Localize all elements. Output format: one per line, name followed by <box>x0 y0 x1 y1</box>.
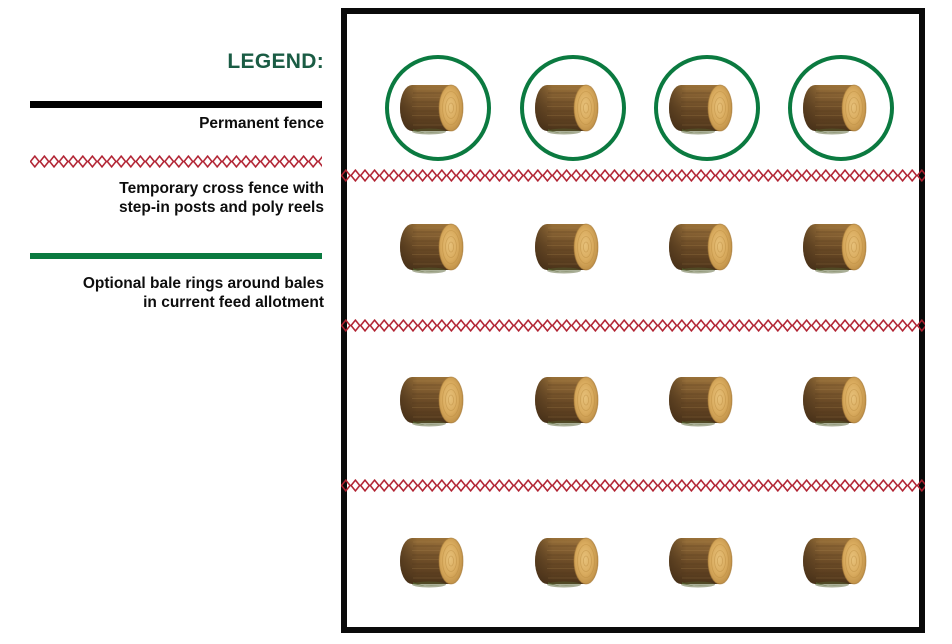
bale[interactable] <box>786 506 896 616</box>
bale[interactable] <box>652 345 762 455</box>
solid-black-line-icon <box>30 101 322 108</box>
legend-label-bale-rings: Optional bale rings around bales in curr… <box>82 275 324 311</box>
bale-with-ring[interactable] <box>786 53 896 163</box>
paddock-interior <box>341 14 925 627</box>
temporary-cross-fence-swatch <box>30 155 322 168</box>
hay-bale-icon <box>668 530 746 592</box>
paddock-permanent-fence-boundary <box>341 8 925 633</box>
hay-bale-icon <box>399 77 477 139</box>
bale-with-ring[interactable] <box>383 53 493 163</box>
hay-bale-icon <box>802 77 880 139</box>
hay-bale-icon <box>802 216 880 278</box>
bale-ring-icon <box>788 55 894 161</box>
hay-bale-icon <box>668 216 746 278</box>
bale-with-ring[interactable] <box>518 53 628 163</box>
hay-bale-icon <box>399 369 477 431</box>
bale[interactable] <box>518 192 628 302</box>
hay-bale-icon <box>399 530 477 592</box>
bale-ring-icon <box>385 55 491 161</box>
bale[interactable] <box>518 345 628 455</box>
red-diamond-chain-line-icon <box>30 155 322 168</box>
hay-bale-icon <box>534 530 612 592</box>
bale[interactable] <box>652 192 762 302</box>
hay-bale-icon <box>802 369 880 431</box>
hay-bale-icon <box>668 369 746 431</box>
bale-with-ring[interactable] <box>652 53 762 163</box>
permanent-fence-swatch <box>30 98 322 110</box>
temporary-cross-fence[interactable] <box>341 479 925 492</box>
legend-panel: LEGEND: Permanent fence Temporary cross … <box>0 0 340 644</box>
legend-title: LEGEND: <box>227 50 324 73</box>
bale-ring-icon <box>654 55 760 161</box>
hay-bale-icon <box>399 216 477 278</box>
bale-ring-swatch <box>30 250 322 262</box>
bale-ring-icon <box>520 55 626 161</box>
bale[interactable] <box>383 506 493 616</box>
bale[interactable] <box>652 506 762 616</box>
bale[interactable] <box>786 345 896 455</box>
hay-bale-icon <box>802 530 880 592</box>
hay-bale-icon <box>534 77 612 139</box>
bale[interactable] <box>786 192 896 302</box>
bale[interactable] <box>383 345 493 455</box>
bale[interactable] <box>518 506 628 616</box>
hay-bale-icon <box>668 77 746 139</box>
solid-green-line-icon <box>30 253 322 259</box>
bale[interactable] <box>383 192 493 302</box>
temporary-cross-fence[interactable] <box>341 319 925 332</box>
hay-bale-icon <box>534 369 612 431</box>
legend-label-permanent-fence: Permanent fence <box>199 115 324 132</box>
hay-bale-icon <box>534 216 612 278</box>
legend-label-temporary-cross-fence: Temporary cross fence with step-in posts… <box>119 180 324 216</box>
temporary-cross-fence[interactable] <box>341 169 925 182</box>
